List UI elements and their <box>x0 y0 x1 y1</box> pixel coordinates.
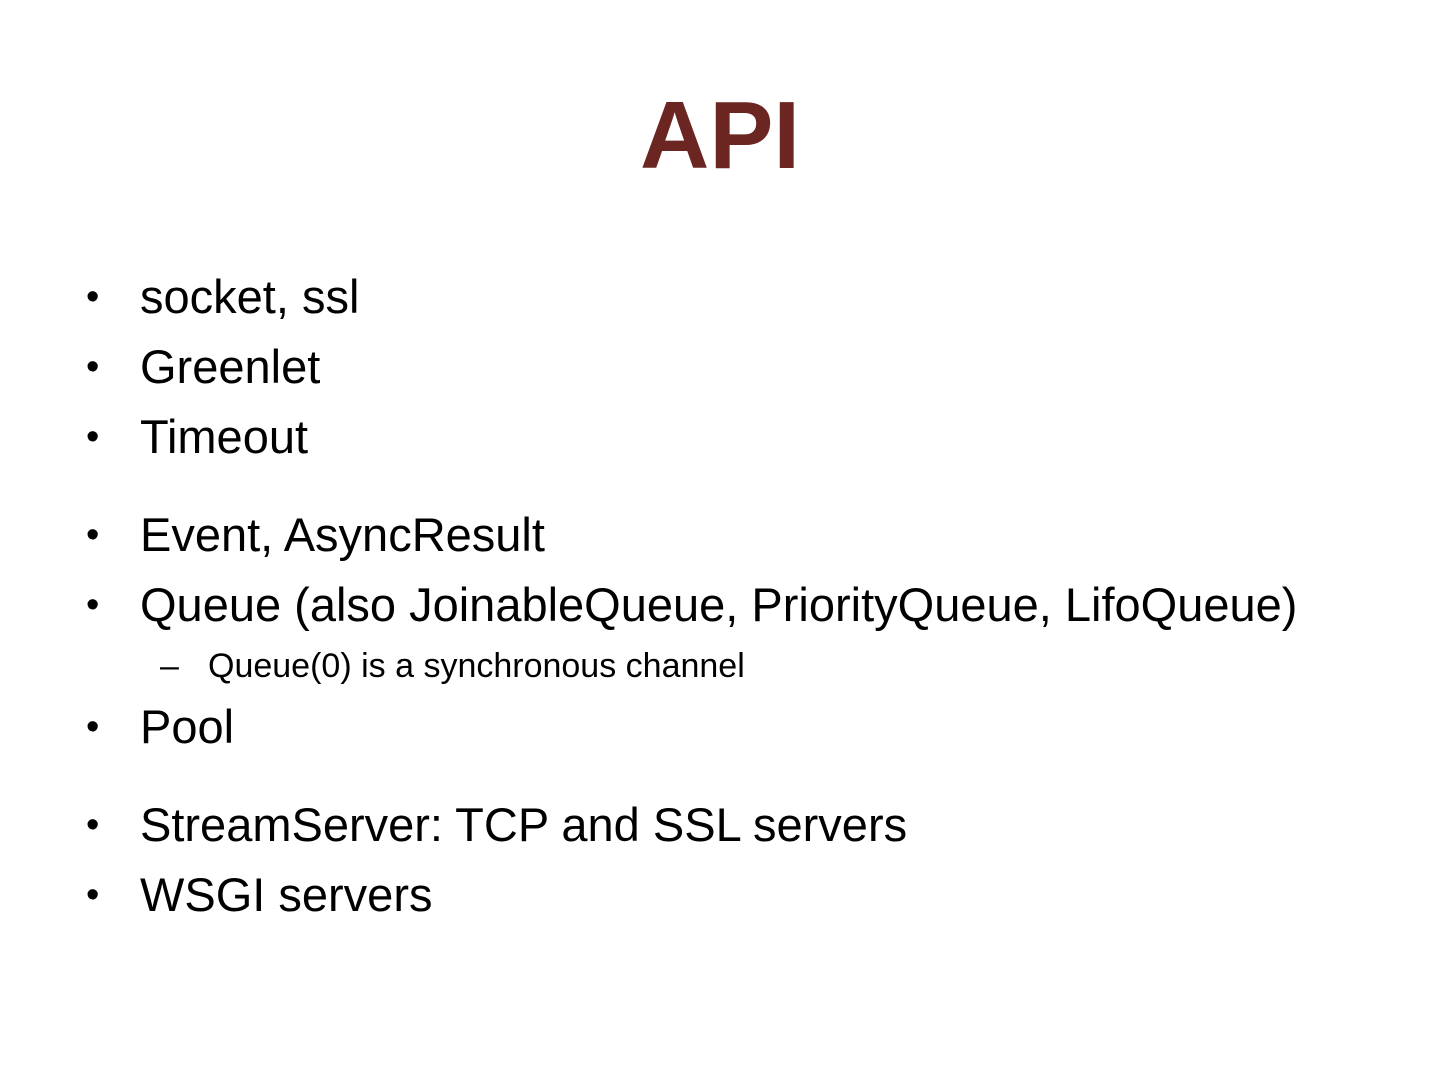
list-item-label: WSGI servers <box>140 868 433 921</box>
page-title: API <box>639 82 801 189</box>
list-item-label: Pool <box>140 700 235 753</box>
sub-list-item: – Queue(0) is a synchronous channel <box>80 640 1380 692</box>
sub-list-item-label: Queue(0) is a synchronous channel <box>208 647 745 685</box>
list-item: • StreamServer: TCP and SSL servers <box>80 790 1380 860</box>
list-item: • Event, AsyncResult <box>80 500 1380 570</box>
list-item: • socket, ssl <box>80 262 1380 332</box>
list-item: • Queue (also JoinableQueue, PriorityQue… <box>80 570 1380 640</box>
list-item: • Greenlet <box>80 332 1380 402</box>
list-item-label: StreamServer: TCP and SSL servers <box>140 798 908 851</box>
bullet-icon: • <box>86 874 100 916</box>
list-item-label: Queue (also JoinableQueue, PriorityQueue… <box>140 578 1298 631</box>
bullet-icon: • <box>86 514 100 556</box>
bullet-icon: • <box>86 584 100 626</box>
slide-body: • socket, ssl • Greenlet • Timeout • Eve… <box>80 262 1380 930</box>
list-item-label: Greenlet <box>140 340 321 393</box>
bullet-icon: • <box>86 706 100 748</box>
bullet-icon: • <box>86 276 100 318</box>
bullet-icon: • <box>86 346 100 388</box>
list-item-label: Event, AsyncResult <box>140 508 545 561</box>
list-item: • WSGI servers <box>80 860 1380 930</box>
bullet-icon: • <box>86 416 100 458</box>
list-item-label: socket, ssl <box>140 270 360 323</box>
bullet-icon: • <box>86 804 100 846</box>
list-item: • Timeout <box>80 402 1380 472</box>
list-item-label: Timeout <box>140 410 309 463</box>
list-item: • Pool <box>80 692 1380 762</box>
dash-icon: – <box>160 647 179 685</box>
